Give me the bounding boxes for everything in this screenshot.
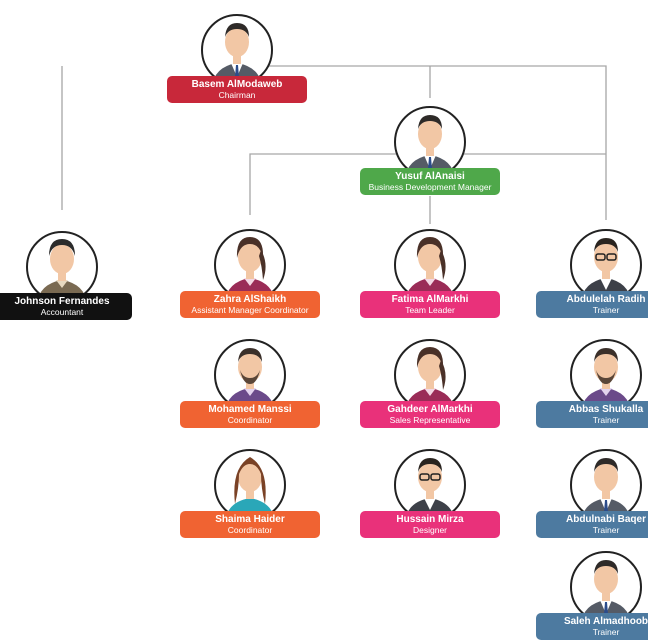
person-name: Johnson Fernandes [14, 296, 110, 307]
person-name: Fatima AlMarkhi [391, 294, 469, 305]
name-badge: Mohamed Manssi Coordinator [180, 401, 320, 429]
person-name: Gahdeer AlMarkhi [387, 404, 473, 415]
person-title: Team Leader [405, 304, 455, 315]
avatar [213, 338, 287, 412]
person-icon [214, 339, 286, 412]
avatar [200, 13, 274, 87]
person-title: Coordinator [227, 524, 273, 535]
avatar [213, 228, 287, 302]
person-name: Zahra AlShaikh [213, 294, 287, 305]
name-badge: Saleh Almadhoob Trainer [536, 613, 648, 640]
person-title: Trainer [592, 626, 620, 637]
person-name: Abdulnabi Baqer [565, 514, 646, 525]
person-icon [570, 449, 642, 522]
person-title: Accountant [40, 306, 84, 317]
person-icon [214, 229, 286, 302]
person-name: Basem AlModaweb [191, 79, 283, 90]
person-title: Designer [412, 524, 448, 535]
name-badge: Gahdeer AlMarkhi Sales Representative [360, 401, 500, 429]
person-title: Trainer [592, 304, 620, 315]
person-title: Trainer [592, 524, 620, 535]
avatar [569, 448, 643, 522]
name-badge: Abdulnabi Baqer Trainer [536, 511, 648, 539]
person-name: Yusuf AlAnaisi [395, 171, 465, 182]
name-badge: Shaima Haider Coordinator [180, 511, 320, 539]
person-name: Mohamed Manssi [208, 404, 292, 415]
person-icon [201, 14, 273, 87]
name-badge: Abbas Shukalla Trainer [536, 401, 648, 429]
name-badge: Hussain Mirza Designer [360, 511, 500, 539]
person-title: Coordinator [227, 414, 273, 425]
person-title: Sales Representative [389, 414, 471, 425]
name-badge: Yusuf AlAnaisi Business Development Mana… [360, 168, 500, 196]
person-name: Abdulelah Radih [566, 294, 646, 305]
name-badge: Basem AlModaweb Chairman [167, 76, 307, 104]
name-badge: Johnson Fernandes Accountant [0, 293, 132, 321]
person-name: Abbas Shukalla [568, 404, 644, 415]
person-name: Hussain Mirza [396, 514, 464, 525]
person-title: Assistant Manager Coordinator [191, 304, 309, 315]
person-name: Shaima Haider [215, 514, 285, 525]
name-badge: Fatima AlMarkhi Team Leader [360, 291, 500, 319]
name-badge: Abdulelah Radih Trainer [536, 291, 648, 319]
person-title: Business Development Manager [368, 181, 492, 192]
person-title: Trainer [592, 414, 620, 425]
name-badge: Zahra AlShaikh Assistant Manager Coordin… [180, 291, 320, 319]
person-name: Saleh Almadhoob [563, 616, 648, 627]
person-title: Chairman [218, 89, 256, 100]
